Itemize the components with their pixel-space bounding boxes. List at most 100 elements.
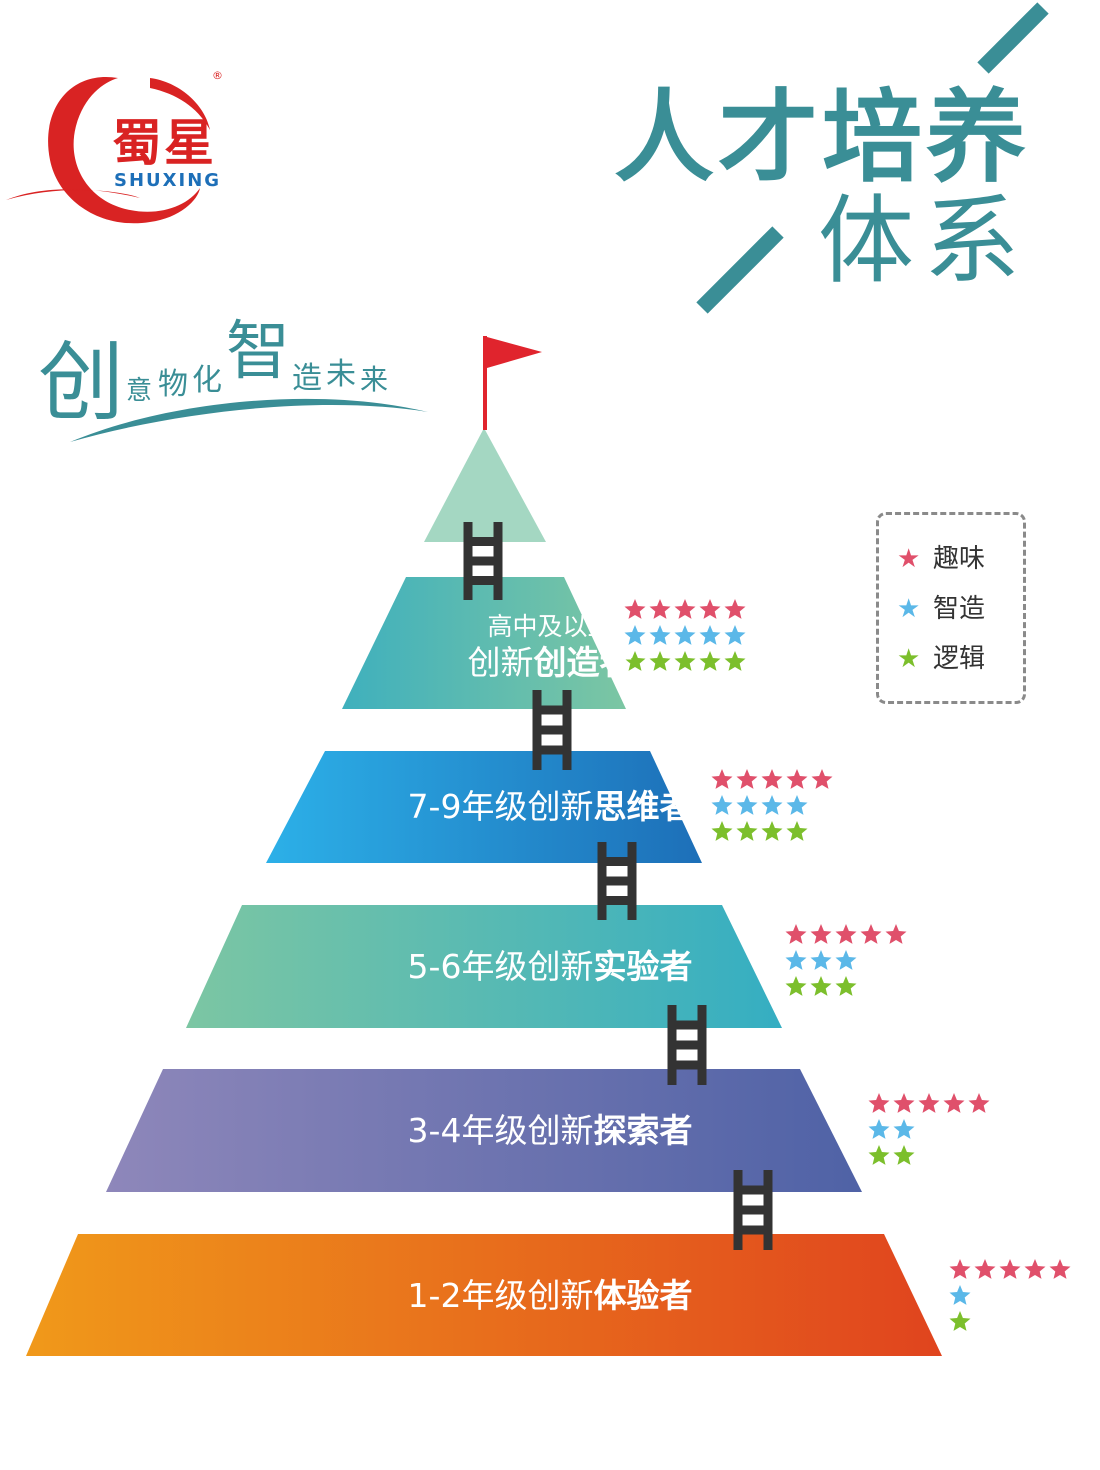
rating-star-logic (674, 651, 696, 671)
tier-2-label: 5-6年级创新实验者 (0, 950, 1100, 983)
slogan-char: 未 (326, 357, 356, 392)
tier-band-4 (26, 1234, 942, 1356)
tier-1-prefix: 7-9年级创新 (407, 787, 594, 826)
tier-1-label: 7-9年级创新思维者 (0, 790, 1100, 823)
rating-star-make (699, 625, 721, 645)
page-title-line1: 人才培养 (614, 79, 1030, 196)
rating-star-make (949, 1285, 971, 1305)
tier-4-role: 体验者 (593, 1276, 693, 1315)
rating-star-logic (711, 821, 733, 841)
slogan-char: 化 (192, 363, 222, 398)
legend-item-make: ★ 智造 (897, 591, 985, 627)
rating-star-logic (949, 1311, 971, 1331)
ladder-icon (532, 690, 572, 770)
rating-star-logic (786, 821, 808, 841)
slogan-char: 物 (158, 367, 188, 402)
registered-mark: ® (212, 69, 223, 82)
rating-star-make (835, 950, 857, 970)
rating-star-fun (624, 599, 646, 619)
rating-star-fun (699, 599, 721, 619)
rating-legend: ★ 趣味 ★ 智造 ★ 逻辑 (876, 512, 1026, 704)
logo-name-cn: 蜀星 (112, 114, 216, 172)
rating-star-make (786, 795, 808, 815)
slogan-char: 智 (226, 315, 290, 389)
rating-star-fun (786, 769, 808, 789)
legend-item-fun: ★ 趣味 (897, 541, 985, 577)
title-decoration (696, 2, 1049, 314)
star-icon: ★ (897, 544, 921, 574)
rating-star-logic (649, 651, 671, 671)
logo-name-en: SHUXING (114, 170, 222, 191)
pyramid-summit (424, 428, 546, 542)
legend-label: 智造 (933, 594, 986, 624)
rating-star-logic (736, 821, 758, 841)
tier-3-label: 3-4年级创新探索者 (0, 1114, 1100, 1147)
ladder-icon (463, 522, 503, 600)
rating-star-fun (736, 769, 758, 789)
tier-band-1 (266, 751, 702, 863)
rating-star-logic (624, 651, 646, 671)
page-title-line2: 体系 (818, 185, 1030, 297)
rating-star-logic (699, 651, 721, 671)
rating-star-logic (810, 976, 832, 996)
shuxing-logo (6, 76, 210, 224)
legend-item-logic: ★ 逻辑 (897, 641, 985, 677)
rating-star-fun (999, 1259, 1021, 1279)
rating-star-make (810, 950, 832, 970)
rating-star-logic (761, 821, 783, 841)
rating-star-logic (835, 976, 857, 996)
tier-0-role: 创造者 (533, 643, 633, 682)
rating-star-make (711, 795, 733, 815)
rating-star-make (674, 625, 696, 645)
rating-star-fun (785, 924, 807, 944)
rating-star-logic (868, 1145, 890, 1165)
rating-star-fun (649, 599, 671, 619)
flag-icon (487, 337, 542, 368)
rating-star-fun (724, 599, 746, 619)
rating-star-fun (893, 1093, 915, 1113)
slogan-char: 意 (126, 376, 153, 406)
rating-star-fun (811, 769, 833, 789)
tier-3-role: 探索者 (593, 1111, 693, 1150)
tier-ratings (624, 599, 1071, 1331)
rating-star-fun (835, 924, 857, 944)
rating-star-fun (885, 924, 907, 944)
legend-label: 趣味 (933, 544, 986, 574)
rating-star-make (761, 795, 783, 815)
rating-star-fun (711, 769, 733, 789)
rating-star-fun (868, 1093, 890, 1113)
rating-star-logic (893, 1145, 915, 1165)
star-icon: ★ (897, 644, 921, 674)
tier-0-prefix: 创新 (467, 643, 534, 682)
rating-star-fun (968, 1093, 990, 1113)
tier-4-prefix: 1-2年级创新 (407, 1276, 594, 1315)
ladder-icon (733, 1170, 773, 1250)
tier-4-label: 1-2年级创新体验者 (0, 1279, 1100, 1312)
slogan-char: 造 (292, 361, 322, 396)
rating-star-make (724, 625, 746, 645)
rating-star-make (893, 1119, 915, 1139)
rating-star-logic (724, 651, 746, 671)
rating-star-fun (674, 599, 696, 619)
rating-star-fun (761, 769, 783, 789)
rating-star-make (736, 795, 758, 815)
rating-star-logic (785, 976, 807, 996)
slogan-char: 创 (38, 333, 124, 433)
slogan-swoosh (70, 398, 428, 442)
rating-star-fun (1049, 1259, 1071, 1279)
rating-star-fun (949, 1259, 971, 1279)
rating-star-make (624, 625, 646, 645)
slogan: 创 意 物 化 智 造 未 来 (30, 320, 450, 460)
tier-1-role: 思维者 (593, 787, 693, 826)
rating-star-make (785, 950, 807, 970)
ladder-icon (597, 842, 637, 920)
star-icon: ★ (897, 594, 921, 624)
tier-0-top-text: 高中及以上 (487, 612, 613, 641)
ladders (463, 522, 773, 1250)
rating-star-make (649, 625, 671, 645)
ladder-icon (667, 1005, 707, 1085)
rating-star-fun (810, 924, 832, 944)
tier-0-label: 创新创造者 (0, 646, 1100, 679)
tier-band-0 (342, 577, 626, 709)
